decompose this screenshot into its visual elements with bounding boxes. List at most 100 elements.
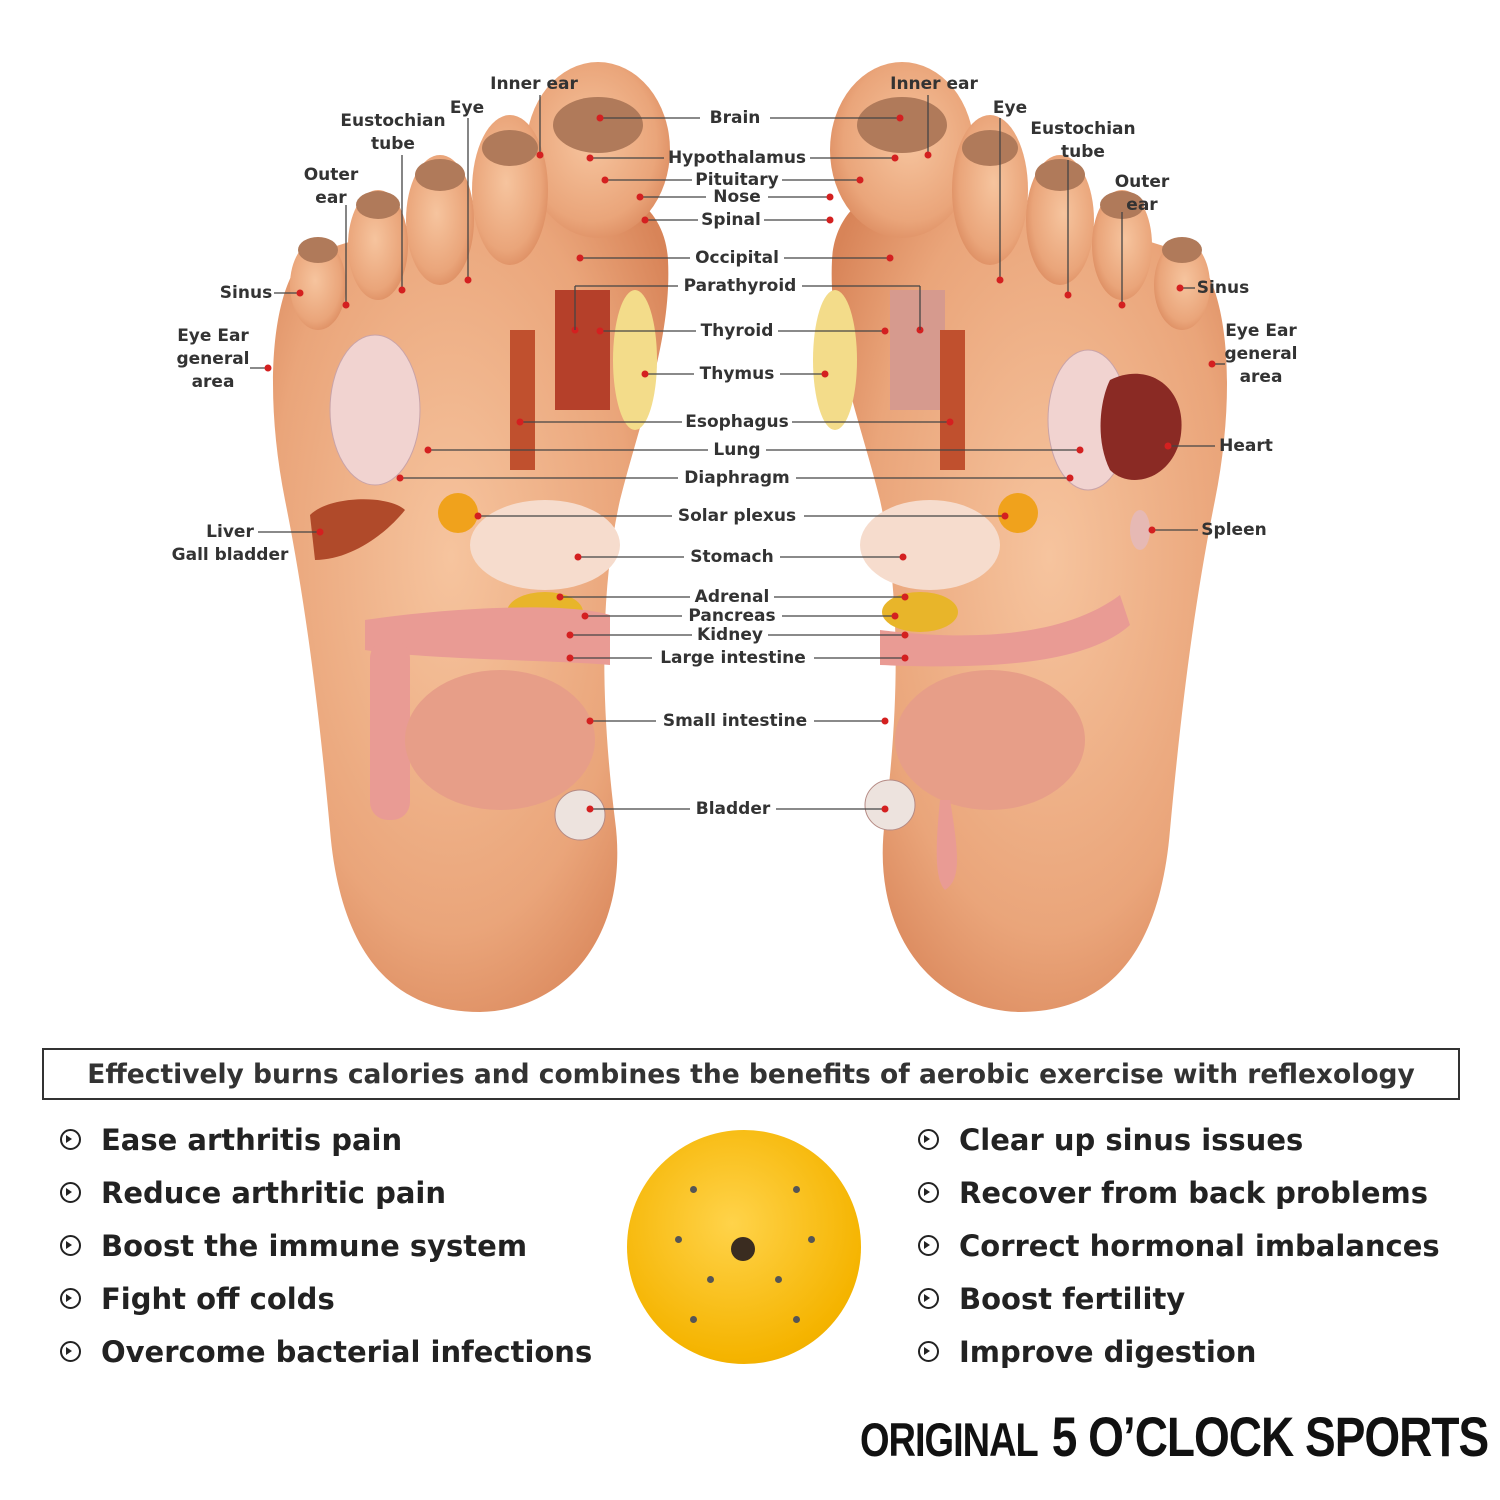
- benefit-item: Fight off colds: [60, 1272, 592, 1325]
- left-esophagus: [510, 330, 535, 470]
- disc-hole: [793, 1316, 800, 1323]
- label-left-eye-ear-2: general: [176, 349, 249, 369]
- disc-hole: [808, 1236, 815, 1243]
- label-left-eye-ear-3: area: [192, 372, 235, 392]
- left-toe-brain-5: [298, 237, 338, 263]
- left-large-intestine: [365, 607, 610, 665]
- label-left-eye: Eye: [450, 98, 484, 118]
- disc-hole: [675, 1236, 682, 1243]
- waist-twisting-disc: [627, 1130, 861, 1364]
- disc-hole: [690, 1316, 697, 1323]
- right-toe-5: [1154, 240, 1210, 330]
- benefit-text: Improve digestion: [959, 1334, 1257, 1369]
- right-toe-brain-4: [1100, 191, 1144, 219]
- right-colon-tail: [936, 800, 957, 890]
- center-labels: Brain Hypothalamus Pituitary Nose Spinal…: [396, 108, 1084, 819]
- left-toe-3: [406, 155, 474, 285]
- disc-hole: [775, 1276, 782, 1283]
- label-right-inner-ear: Inner ear: [890, 74, 978, 94]
- play-circle-icon: [60, 1341, 81, 1362]
- play-circle-icon: [60, 1288, 81, 1309]
- benefit-text: Overcome bacterial infections: [101, 1334, 593, 1369]
- label-right-eustochian-2: tube: [1061, 142, 1105, 162]
- benefit-item: Improve digestion: [918, 1325, 1440, 1378]
- left-colon: [370, 640, 410, 820]
- label-nose: Nose: [713, 187, 761, 207]
- left-liver: [310, 499, 405, 560]
- left-brain-zone: [553, 97, 643, 153]
- label-occipital: Occipital: [695, 248, 779, 268]
- right-large-intestine: [880, 595, 1130, 667]
- label-lung: Lung: [713, 440, 760, 460]
- reflexology-foot-chart: Brain Hypothalamus Pituitary Nose Spinal…: [172, 62, 1298, 1012]
- disc-center-hole: [731, 1237, 755, 1261]
- label-left-eye-ear-1: Eye Ear: [177, 326, 249, 346]
- right-foot: [813, 62, 1227, 1012]
- disc-hole: [793, 1186, 800, 1193]
- benefit-item: Ease arthritis pain: [60, 1113, 592, 1166]
- label-diaphragm: Diaphragm: [684, 468, 789, 488]
- left-lung: [329, 334, 421, 486]
- left-toe-5: [290, 240, 346, 330]
- benefit-item: Reduce arthritic pain: [60, 1166, 592, 1219]
- benefits-list-left: Ease arthritis pain Reduce arthritic pai…: [60, 1113, 592, 1378]
- play-circle-icon: [918, 1235, 939, 1256]
- left-toe-brain-4: [356, 191, 400, 219]
- right-esophagus: [940, 330, 965, 470]
- right-toe-brain-2: [962, 130, 1018, 166]
- left-solar-plexus: [438, 493, 478, 533]
- benefit-item: Recover from back problems: [918, 1166, 1440, 1219]
- benefit-text: Correct hormonal imbalances: [959, 1228, 1440, 1263]
- label-pituitary: Pituitary: [695, 170, 778, 190]
- label-right-sinus: Sinus: [1197, 278, 1249, 298]
- left-thyroid: [555, 290, 610, 410]
- benefit-item: Clear up sinus issues: [918, 1113, 1440, 1166]
- left-labels: Inner ear Eye Eustochian tube Outer ear …: [172, 74, 579, 565]
- right-solar-plexus: [998, 493, 1038, 533]
- benefit-text: Ease arthritis pain: [101, 1122, 403, 1157]
- right-heart: [1100, 373, 1182, 480]
- label-small-intestine: Small intestine: [663, 711, 807, 731]
- benefit-item: Overcome bacterial infections: [60, 1325, 592, 1378]
- right-toe-brain-5: [1162, 237, 1202, 263]
- brand-logo: ORIGINAL 5 O’CLOCK SPORTS: [860, 1406, 1489, 1480]
- left-toe-brain-2: [482, 130, 538, 166]
- play-circle-icon: [918, 1129, 939, 1150]
- label-liver: Liver: [206, 522, 254, 542]
- left-toe-4: [348, 190, 408, 300]
- label-left-inner-ear: Inner ear: [490, 74, 578, 94]
- label-esophagus: Esophagus: [685, 412, 789, 432]
- label-right-eye: Eye: [993, 98, 1027, 118]
- label-large-intestine: Large intestine: [660, 648, 806, 668]
- play-circle-icon: [918, 1341, 939, 1362]
- benefit-text: Boost fertility: [959, 1281, 1186, 1316]
- right-bladder: [864, 779, 916, 831]
- tagline-box: Effectively burns calories and combines …: [42, 1048, 1460, 1100]
- right-brain-zone: [857, 97, 947, 153]
- benefit-text: Clear up sinus issues: [959, 1122, 1304, 1157]
- label-left-outer-ear-1: Outer: [304, 165, 359, 185]
- label-left-eustochian-2: tube: [371, 134, 415, 154]
- disc-hole: [690, 1186, 697, 1193]
- left-toe-brain-3: [415, 159, 465, 191]
- play-circle-icon: [60, 1235, 81, 1256]
- benefit-text: Fight off colds: [101, 1281, 335, 1316]
- right-toe-3: [1026, 155, 1094, 285]
- label-hypothalamus: Hypothalamus: [668, 148, 806, 168]
- label-right-eye-ear-3: area: [1240, 367, 1283, 387]
- label-brain: Brain: [710, 108, 761, 128]
- label-right-eye-ear-2: general: [1224, 344, 1297, 364]
- label-adrenal: Adrenal: [695, 587, 770, 607]
- left-stomach: [470, 500, 620, 590]
- right-pancreas: [882, 592, 958, 632]
- label-pancreas: Pancreas: [688, 606, 775, 626]
- label-right-eustochian-1: Eustochian: [1030, 119, 1135, 139]
- label-spleen: Spleen: [1201, 520, 1266, 540]
- play-circle-icon: [918, 1288, 939, 1309]
- play-circle-icon: [60, 1129, 81, 1150]
- label-heart: Heart: [1219, 436, 1273, 456]
- right-stomach: [860, 500, 1000, 590]
- label-parathyroid: Parathyroid: [684, 276, 797, 296]
- label-thymus: Thymus: [700, 364, 775, 384]
- benefit-item: Boost fertility: [918, 1272, 1440, 1325]
